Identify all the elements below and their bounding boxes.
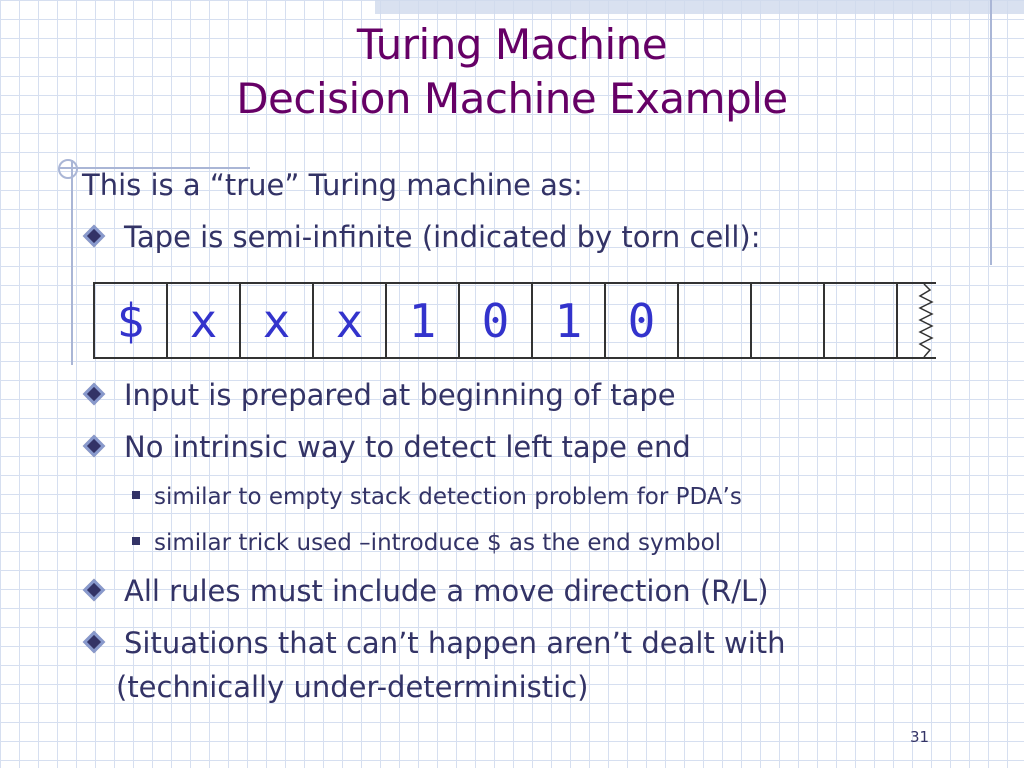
bullet-1: Tape is semi-infinite (indicated by torn… [82,220,761,254]
bullet-2: Input is prepared at beginning of tape [82,378,676,412]
bullet-5-text: Situations that can’t happen aren’t deal… [124,626,786,660]
bullet-2-text: Input is prepared at beginning of tape [124,378,676,412]
decorative-vertical-line [990,0,992,265]
tape-cell: 0 [604,284,677,357]
tape-cell: x [312,284,385,357]
torn-edge-icon [918,284,934,357]
bullet-4-text: All rules must include a move direction … [124,574,769,608]
sub-bullet-1: similar to empty stack detection problem… [132,484,742,510]
torn-cell [896,284,936,357]
tape-cell: 1 [385,284,458,357]
square-bullet-icon [132,491,140,499]
diamond-bullet-icon [82,382,106,406]
tape-cell: 0 [458,284,531,357]
sub-bullet-2: similar trick used –introduce $ as the e… [132,530,721,556]
title-line-2: Decision Machine Example [236,74,788,123]
bullet-5: Situations that can’t happen aren’t deal… [82,626,786,660]
sub-bullet-1-text: similar to empty stack detection problem… [154,484,742,510]
decorative-left-line [71,160,73,365]
bullet-3: No intrinsic way to detect left tape end [82,430,691,464]
decorative-circle [58,159,78,179]
page-number: 31 [910,728,930,746]
tape-cell [677,284,750,357]
tape-cell: $ [93,284,166,357]
diamond-bullet-icon [82,434,106,458]
tape: $ x x x 1 0 1 0 [93,282,936,359]
bullet-5-continuation: (technically under-deterministic) [116,670,589,704]
decorative-horizontal-line [60,167,250,169]
slide-title: Turing Machine Decision Machine Example [60,18,964,126]
square-bullet-icon [132,537,140,545]
bullet-4: All rules must include a move direction … [82,574,769,608]
intro-text: This is a “true” Turing machine as: [82,168,583,202]
bullet-1-text: Tape is semi-infinite (indicated by torn… [124,220,761,254]
tape-cell: x [166,284,239,357]
bullet-3-text: No intrinsic way to detect left tape end [124,430,691,464]
corner-band [375,0,1024,14]
title-line-1: Turing Machine [356,20,668,69]
tape-cell: x [239,284,312,357]
diamond-bullet-icon [82,630,106,654]
tape-cell [823,284,896,357]
tape-cell [750,284,823,357]
diamond-bullet-icon [82,224,106,248]
sub-bullet-2-text: similar trick used –introduce $ as the e… [154,530,722,556]
diamond-bullet-icon [82,578,106,602]
tape-cell: 1 [531,284,604,357]
